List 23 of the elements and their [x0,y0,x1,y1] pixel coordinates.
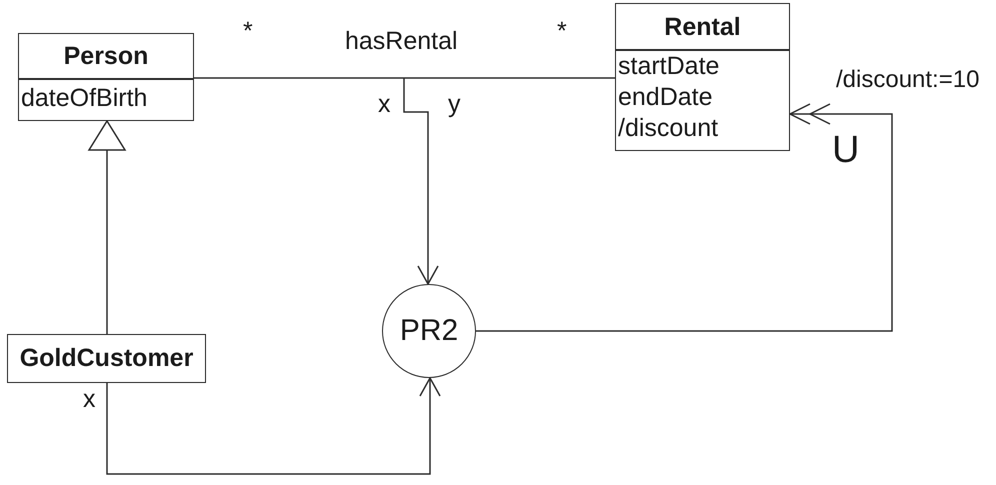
class-box [615,3,790,151]
edge-label: /discount:=10 [836,67,980,92]
role-label: y [448,92,460,117]
class-name: GoldCustomer [20,344,194,372]
arrow [106,377,441,475]
class-name: Person [64,42,148,70]
operator-label: U [832,131,860,169]
rule-name: PR2 [400,314,458,348]
role-label: x [378,92,390,117]
edge-label: hasRental [345,29,458,54]
arrow [403,78,439,285]
attribute: startDate [618,50,720,82]
class-name: Rental [664,12,741,40]
attribute: /discount [618,112,718,144]
multiplicity: * [243,19,253,44]
generalization-arrow [88,120,126,334]
attribute: endDate [618,82,713,112]
multiplicity: * [557,19,567,44]
attribute: dateOfBirth [21,82,148,114]
class-box [7,334,206,383]
role-label: x [83,387,96,412]
association-line [194,77,615,79]
class-box [18,33,194,121]
